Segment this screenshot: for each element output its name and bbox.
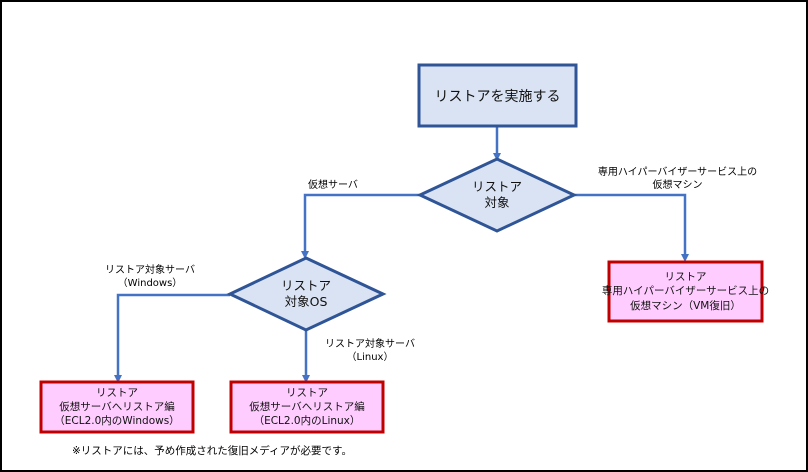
decision-restore-os — [226, 256, 387, 332]
branch-hypervisor-line1: 専用ハイパーバイザーサービス上の — [597, 167, 758, 178]
result-vm-line3: 仮想マシン（VM復旧） — [630, 299, 741, 312]
result-vm-line1: リストア — [664, 271, 707, 284]
decision-target-label: リストア 対象 — [440, 172, 554, 218]
connector-target-to-hypervisor — [574, 193, 689, 262]
result-windows-line3: （ECL2.0内のWindows） — [54, 415, 180, 428]
result-box-windows — [39, 380, 195, 434]
decision-os-line2: 対象OS — [284, 294, 328, 309]
result-linux-line2: 仮想サーバへリストア編 — [249, 400, 365, 413]
result-windows-line2: 仮想サーバへリストア編 — [59, 400, 175, 413]
decision-target-line1: リストア — [471, 178, 522, 194]
branch-linux-line1: リストア対象サーバ — [325, 339, 415, 350]
branch-label-virtual-server: 仮想サーバ — [308, 179, 358, 192]
result-linux-label: リストア 仮想サーバへリストア編 （ECL2.0内のLinux） — [231, 382, 383, 432]
result-windows-label: リストア 仮想サーバへリストア編 （ECL2.0内のWindows） — [41, 382, 193, 432]
result-box-linux — [229, 380, 385, 434]
branch-label-windows: リストア対象サーバ （Windows） — [90, 264, 210, 290]
connector-os-to-windows — [114, 293, 230, 383]
connector-target-to-virtual-server — [301, 193, 420, 259]
branch-windows-line1: リストア対象サーバ — [105, 265, 195, 276]
start-process-label: リストアを実施する — [419, 65, 576, 126]
result-linux-line3: （ECL2.0内のLinux） — [253, 415, 361, 428]
branch-virtual-server-text: 仮想サーバ — [308, 180, 358, 191]
start-process-box — [417, 63, 578, 128]
result-linux-line1: リストア — [286, 386, 328, 399]
footnote: ※リストアには、予め作成された復旧メディアが必要です。 — [72, 445, 353, 457]
branch-label-hypervisor: 専用ハイパーバイザーサービス上の 仮想マシン — [590, 166, 765, 192]
result-windows-line1: リストア — [96, 386, 138, 399]
start-label: リストアを実施する — [434, 88, 561, 105]
decision-os-label: リストア 対象OS — [249, 271, 363, 317]
branch-linux-line2: （Linux） — [346, 352, 394, 363]
result-vm-label: リストア 専用ハイパーバイザーサービス上の 仮想マシン（VM復旧） — [602, 262, 769, 321]
branch-windows-line2: （Windows） — [117, 278, 183, 289]
branch-label-linux: リストア対象サーバ （Linux） — [315, 338, 425, 364]
decision-os-line1: リストア — [280, 277, 331, 293]
result-box-vm — [607, 260, 764, 323]
result-vm-line2: 専用ハイパーバイザーサービス上の — [601, 285, 770, 298]
decision-target-line2: 対象 — [484, 195, 510, 210]
decision-restore-target — [416, 157, 578, 233]
branch-hypervisor-line2: 仮想マシン — [652, 180, 703, 191]
